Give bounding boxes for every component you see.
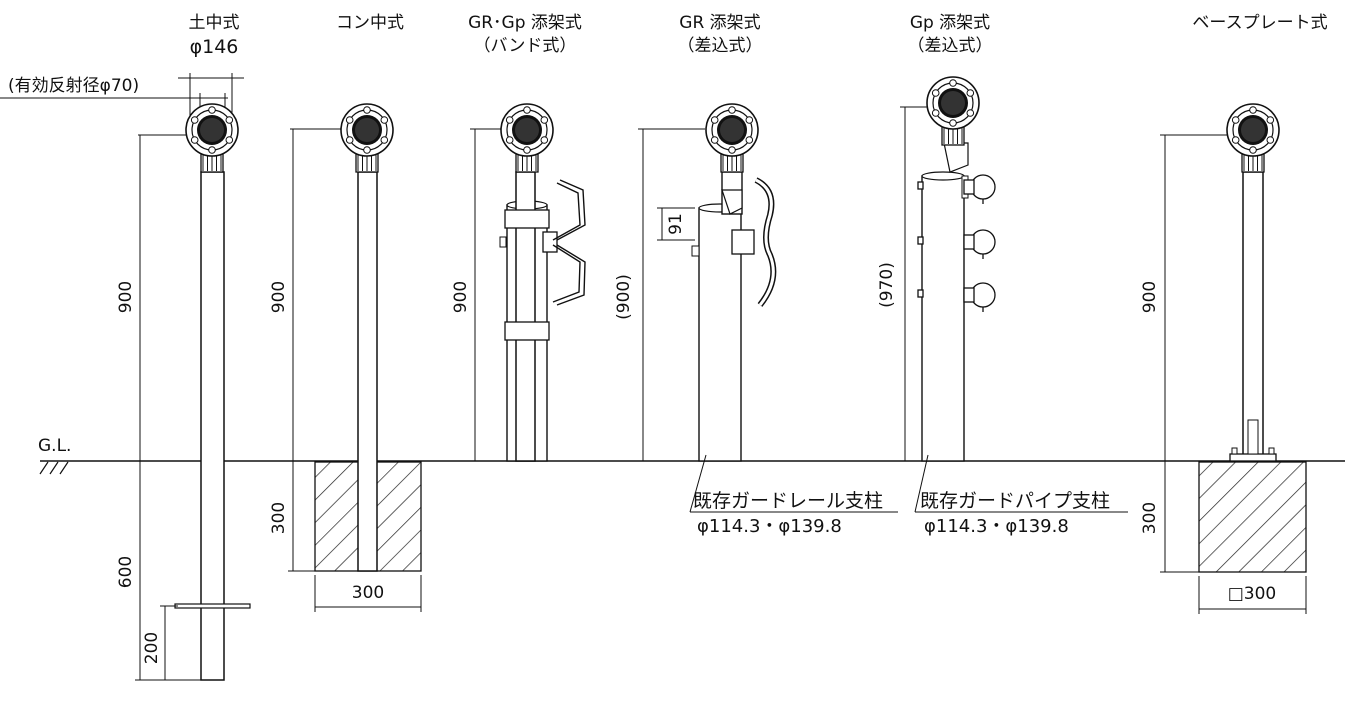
base-plate (1229, 453, 1277, 462)
type-concrete-embedded (288, 128, 422, 612)
dim-900-concrete: 900 (269, 280, 289, 314)
dim-91: 91 (666, 213, 686, 235)
title-soil-diameter: φ146 (189, 36, 239, 58)
type-base-plate (1160, 134, 1307, 614)
dim-900-gr-insert: (900) (614, 274, 634, 320)
concrete-foundation (1198, 461, 1307, 573)
reflector-head (1226, 103, 1280, 173)
type-soil-embedded (0, 73, 251, 681)
title-concrete: コン中式 (336, 13, 404, 33)
note-guardrail-diameter: φ114.3・φ139.8 (697, 516, 842, 537)
type-guardrail-insert (638, 128, 898, 513)
title-soil: 土中式 (188, 13, 240, 33)
title-band: GR･Gp 添架式 (468, 13, 582, 33)
dim-300-concrete: 300 (269, 501, 289, 535)
pole (357, 171, 378, 572)
reflector-head (340, 103, 394, 173)
dim-300-base: 300 (1140, 501, 1160, 535)
note-guardpipe-diameter: φ114.3・φ139.8 (924, 516, 1069, 537)
title-band-sub: （バンド式） (473, 36, 577, 56)
ground-hatch-symbol (39, 461, 69, 475)
reflector-head (185, 103, 239, 173)
dim-200: 200 (142, 631, 162, 665)
type-band-mount (470, 128, 586, 462)
title-gp-insert-sub: （差込式） (907, 36, 993, 56)
note-guardpipe-post: 既存ガードパイプ支柱 (920, 490, 1111, 512)
dim-970-gp-insert: (970) (877, 262, 897, 308)
dim-300-square: □300 (1227, 584, 1277, 604)
note-guardrail-post: 既存ガードレール支柱 (693, 490, 884, 512)
reflector-head (705, 103, 759, 173)
pipe-clamps (917, 174, 996, 312)
dim-900-band: 900 (451, 280, 471, 314)
dim-300-width: 300 (351, 583, 385, 603)
ground-level-label: G.L. (38, 436, 72, 456)
reflector-head (926, 76, 980, 146)
dim-600: 600 (116, 555, 136, 589)
title-base-plate: ベースプレート式 (1192, 13, 1328, 33)
title-gr-insert: GR 添架式 (679, 13, 761, 33)
title-gp-insert: Gp 添架式 (909, 13, 991, 33)
type-guardpipe-insert (900, 106, 1128, 513)
existing-post (921, 175, 965, 462)
reflector-head (500, 103, 554, 173)
title-gr-insert-sub: （差込式） (677, 36, 763, 56)
anchor-plate (174, 603, 251, 609)
reflector-heads (185, 76, 1280, 173)
effective-diameter: (有効反射径φ70) (8, 76, 140, 96)
dim-900-base: 900 (1140, 280, 1160, 314)
pole (1242, 171, 1264, 456)
dim-900-soil: 900 (116, 280, 136, 314)
